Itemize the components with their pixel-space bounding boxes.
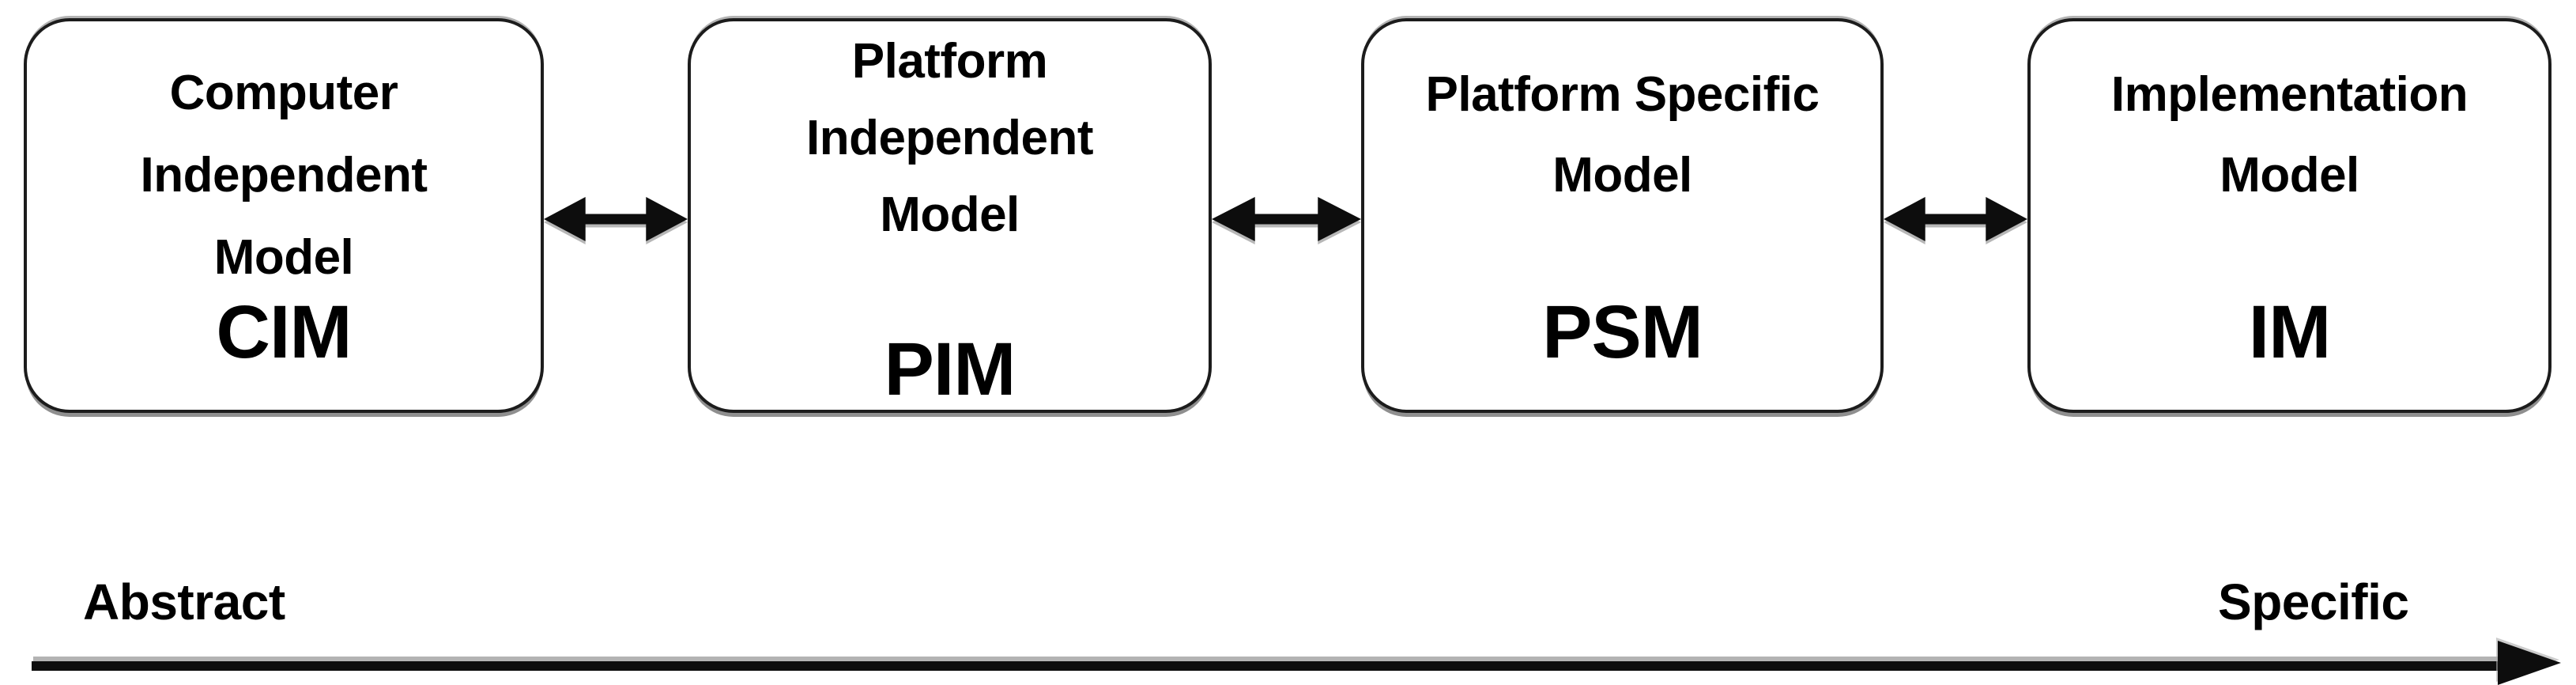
model-box-im: Implementation Model IM bbox=[2027, 18, 2551, 413]
double-arrow-icon bbox=[544, 197, 688, 241]
right-arrowhead-icon bbox=[2498, 641, 2561, 685]
abstraction-axis-line bbox=[32, 661, 2502, 671]
title-line: Computer bbox=[169, 66, 398, 120]
box-title-cim: Computer Independent Model bbox=[27, 21, 541, 299]
title-line: Platform Specific bbox=[1425, 67, 1820, 122]
title-line: Model bbox=[880, 187, 1020, 242]
title-line: Model bbox=[213, 230, 354, 285]
box-title-im: Implementation Model bbox=[2031, 21, 2548, 216]
title-line: Model bbox=[1552, 148, 1692, 202]
acronym-label-im: IM bbox=[2248, 290, 2332, 374]
model-box-psm: Platform Specific Model PSM bbox=[1361, 18, 1884, 413]
title-line: Platform bbox=[851, 34, 1048, 89]
title-line: Independent bbox=[140, 148, 428, 202]
box-title-psm: Platform Specific Model bbox=[1364, 21, 1880, 216]
acronym-label-pim: PIM bbox=[884, 327, 1016, 411]
axis-label-specific: Specific bbox=[2218, 573, 2409, 630]
title-line: Model bbox=[2220, 148, 2359, 202]
acronym-label-cim: CIM bbox=[216, 290, 352, 374]
double-arrow-icon bbox=[1884, 197, 2027, 241]
model-box-pim: Platform Independent Model PIM bbox=[688, 18, 1212, 413]
title-line: Independent bbox=[805, 111, 1094, 165]
model-box-cim: Computer Independent Model CIM bbox=[24, 18, 544, 413]
box-title-pim: Platform Independent Model bbox=[691, 21, 1209, 253]
title-line: Implementation bbox=[2110, 67, 2469, 122]
axis-label-abstract: Abstract bbox=[83, 573, 285, 630]
acronym-label-psm: PSM bbox=[1542, 290, 1703, 374]
double-arrow-icon bbox=[1212, 197, 1361, 241]
